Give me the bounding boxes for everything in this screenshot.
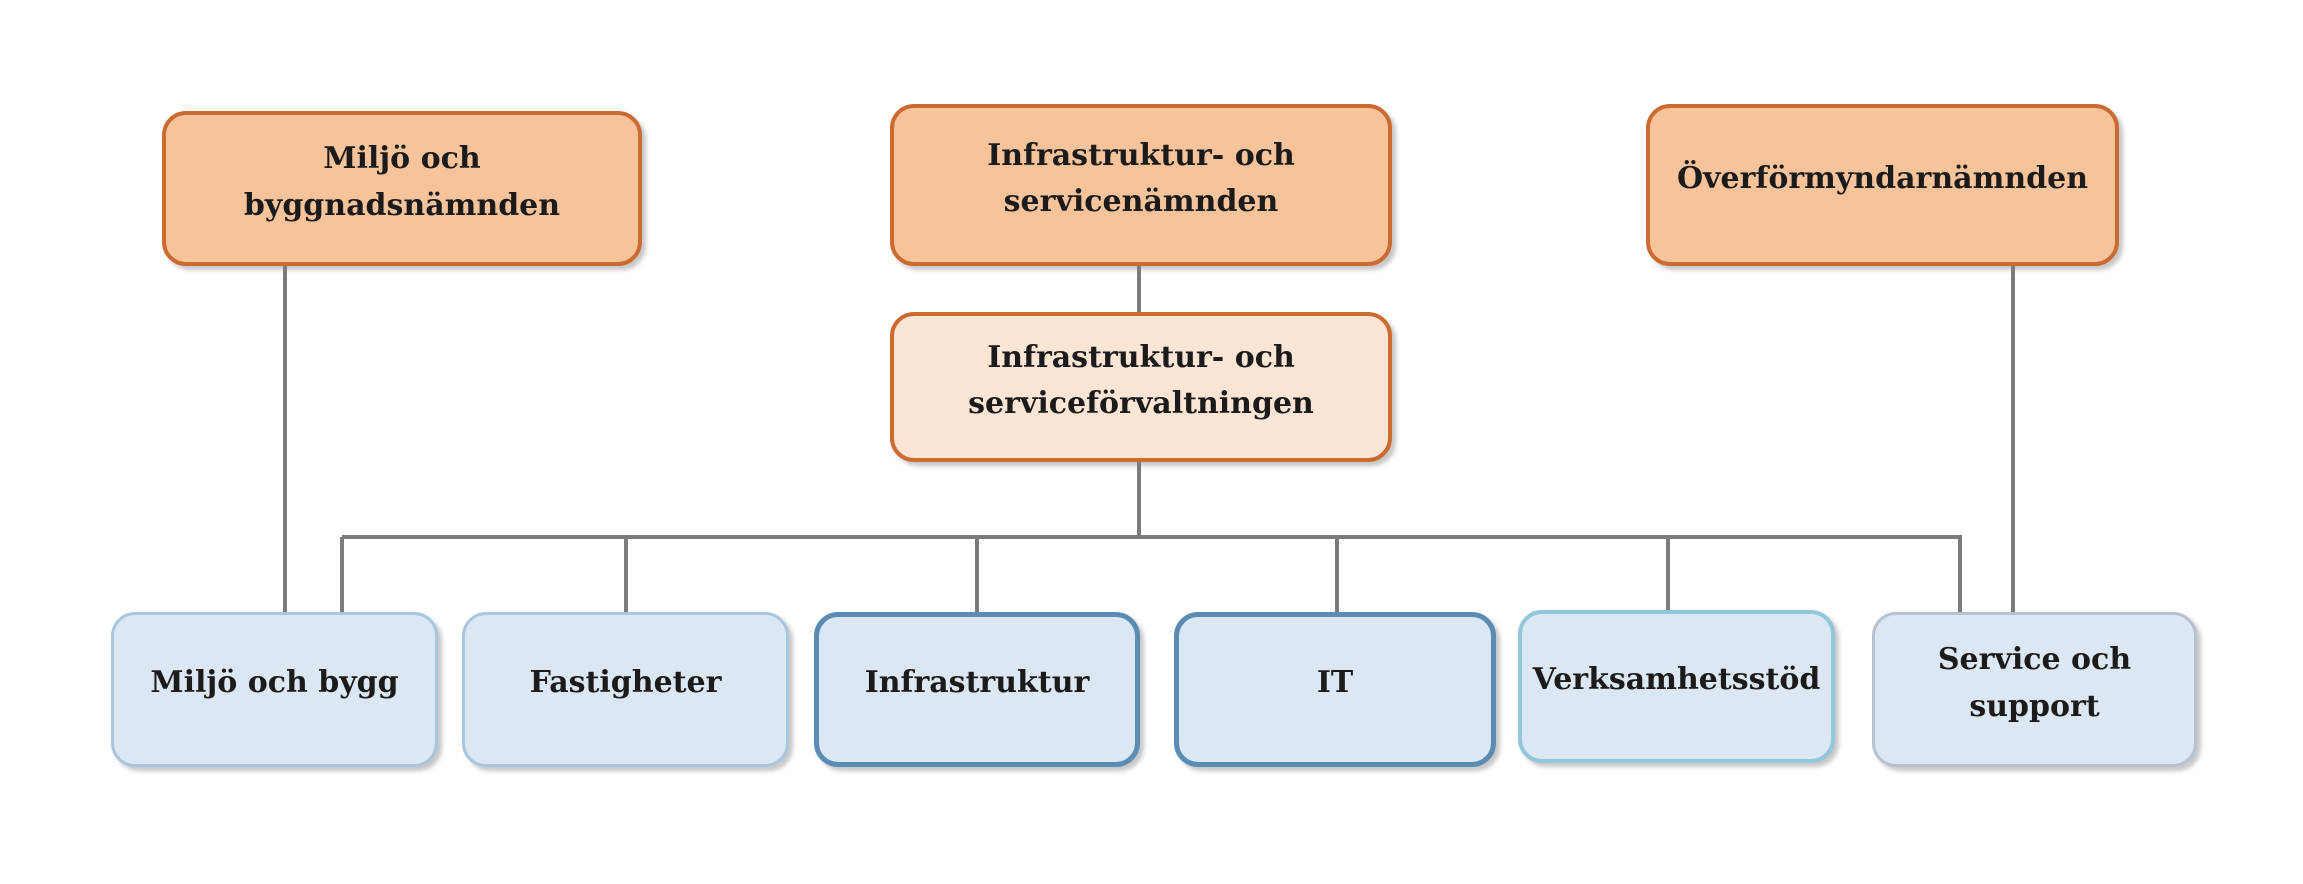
connector-drop-it (1335, 537, 1339, 615)
node-fastigheter: Fastigheter (462, 612, 789, 767)
node-label: Överförmyndarnämnden (1676, 160, 2089, 196)
node-service-och-support: Service och support (1872, 612, 2197, 767)
node-label: Miljö och byggnadsnämnden (243, 141, 561, 223)
connector-drop-verksamhetsstod (1666, 537, 1670, 615)
connector-miljonamnden-to-miljobygg (283, 266, 287, 616)
connector-drop-infrastruktur (975, 537, 979, 615)
node-verksamhetsstod: Verksamhetsstöd (1518, 610, 1835, 763)
connector-servicenamnden-to-forvaltningen (1137, 262, 1141, 314)
node-label: Infrastruktur (864, 665, 1090, 701)
node-label: Fastigheter (529, 665, 722, 701)
node-infrastruktur-och-servicenamnden: Infrastruktur- och servicenämnden (890, 104, 1392, 266)
node-it: IT (1174, 612, 1496, 767)
node-miljo-och-byggnadsnamnden: Miljö och byggnadsnämnden (162, 111, 642, 266)
node-overformyndarnamnden: Överförmyndarnämnden (1646, 104, 2119, 266)
connector-drop-service-och-support (1958, 537, 1962, 615)
node-label: Infrastruktur- och serviceförvaltningen (968, 339, 1314, 422)
node-label: Infrastruktur- och servicenämnden (987, 137, 1295, 220)
node-miljo-och-bygg: Miljö och bygg (111, 612, 438, 767)
node-label: Service och support (1937, 642, 2132, 724)
node-label: Verksamhetsstöd (1532, 662, 1821, 698)
connector-overformyndarnamnden-to-service (2011, 266, 2015, 616)
connector-drop-fastigheter (624, 537, 628, 615)
node-infrastruktur-och-serviceforvaltningen: Infrastruktur- och serviceförvaltningen (890, 312, 1392, 462)
node-label: Miljö och bygg (150, 665, 399, 701)
node-label: IT (1316, 665, 1354, 701)
connector-drop-miljo-och-bygg (340, 537, 344, 615)
node-infrastruktur: Infrastruktur (814, 612, 1140, 767)
connector-forvaltningen-to-branch (1137, 458, 1141, 538)
connector-branch-horizontal (342, 535, 1962, 539)
